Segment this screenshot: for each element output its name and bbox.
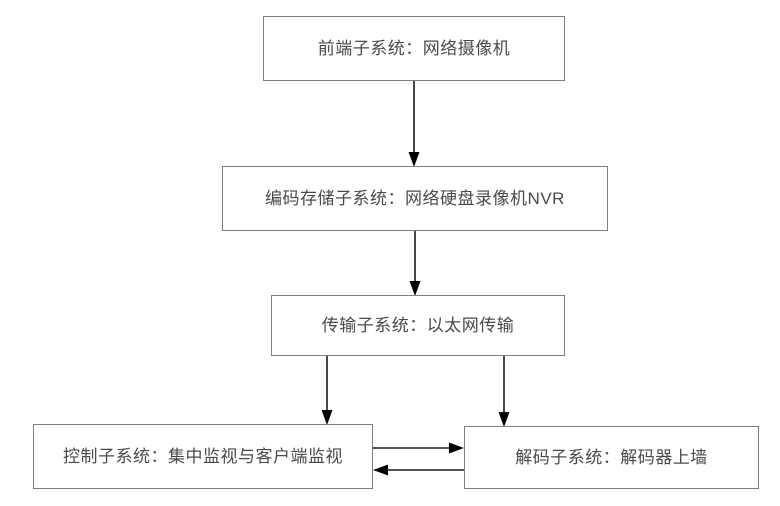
node-frontend-label: 前端子系统：网络摄像机 — [317, 39, 511, 58]
node-decoding-label: 解码子系统：解码器上墙 — [515, 448, 708, 467]
connector-encoding-to-transmission — [409, 231, 421, 296]
node-control[interactable]: 控制子系统：集中监视与客户端监视 — [33, 424, 373, 489]
connector-transmission-to-decoding — [498, 356, 510, 427]
node-decoding[interactable]: 解码子系统：解码器上墙 — [464, 426, 759, 489]
node-control-label: 控制子系统：集中监视与客户端监视 — [63, 447, 343, 466]
connector-transmission-to-control — [321, 356, 333, 425]
node-encoding-storage[interactable]: 编码存储子系统：网络硬盘录像机NVR — [222, 166, 608, 231]
connector-control-to-decoding — [373, 442, 464, 454]
connector-decoding-to-control — [373, 464, 464, 476]
node-encoding-storage-label: 编码存储子系统：网络硬盘录像机NVR — [265, 189, 565, 208]
node-transmission-label: 传输子系统：以太网传输 — [321, 316, 515, 335]
connector-frontend-to-encoding — [408, 81, 420, 167]
node-frontend[interactable]: 前端子系统：网络摄像机 — [263, 16, 565, 81]
node-transmission[interactable]: 传输子系统：以太网传输 — [271, 295, 565, 356]
